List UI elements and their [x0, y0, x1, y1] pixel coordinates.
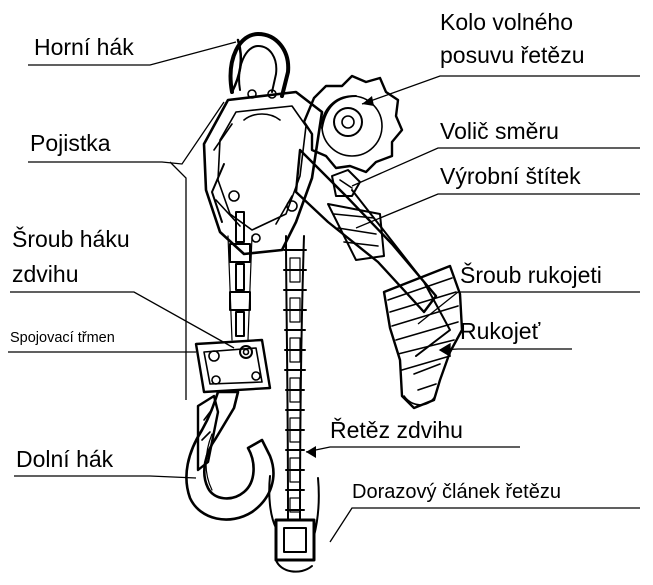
- leader-pojistka-2: [170, 162, 186, 400]
- label-spojovaci-trmen: Spojovací třmen: [10, 330, 115, 347]
- label-pojistka: Pojistka: [30, 130, 111, 156]
- leader-vyrobni-stitek: [356, 194, 640, 228]
- label-sroub-haku-zdvihu: Šroub háku zdvihu: [12, 222, 130, 291]
- leader-dorazovy-clanek: [330, 508, 640, 542]
- label-rukojet: Rukojeť: [460, 318, 540, 344]
- label-kolo-volneho-posuvu: Kolo volného posuvu řetězu: [440, 6, 584, 73]
- label-dolni-hak: Dolní hák: [16, 446, 113, 472]
- leader-rukojet: [440, 349, 572, 350]
- label-volic-smeru: Volič směru: [440, 118, 559, 144]
- leader-retez-zdvihu: [306, 447, 520, 452]
- label-sroub-rukojeti: Šroub rukojeti: [460, 262, 602, 288]
- label-horni-hak: Horní hák: [34, 34, 134, 60]
- leader-dolni-hak: [14, 476, 196, 478]
- label-retez-zdvihu: Řetěz zdvihu: [330, 417, 463, 443]
- label-vyrobni-stitek: Výrobní štítek: [440, 163, 581, 189]
- leader-kolo-volneho-posuvu: [362, 76, 640, 104]
- label-dorazovy-clanek: Dorazový článek řetězu: [352, 481, 561, 504]
